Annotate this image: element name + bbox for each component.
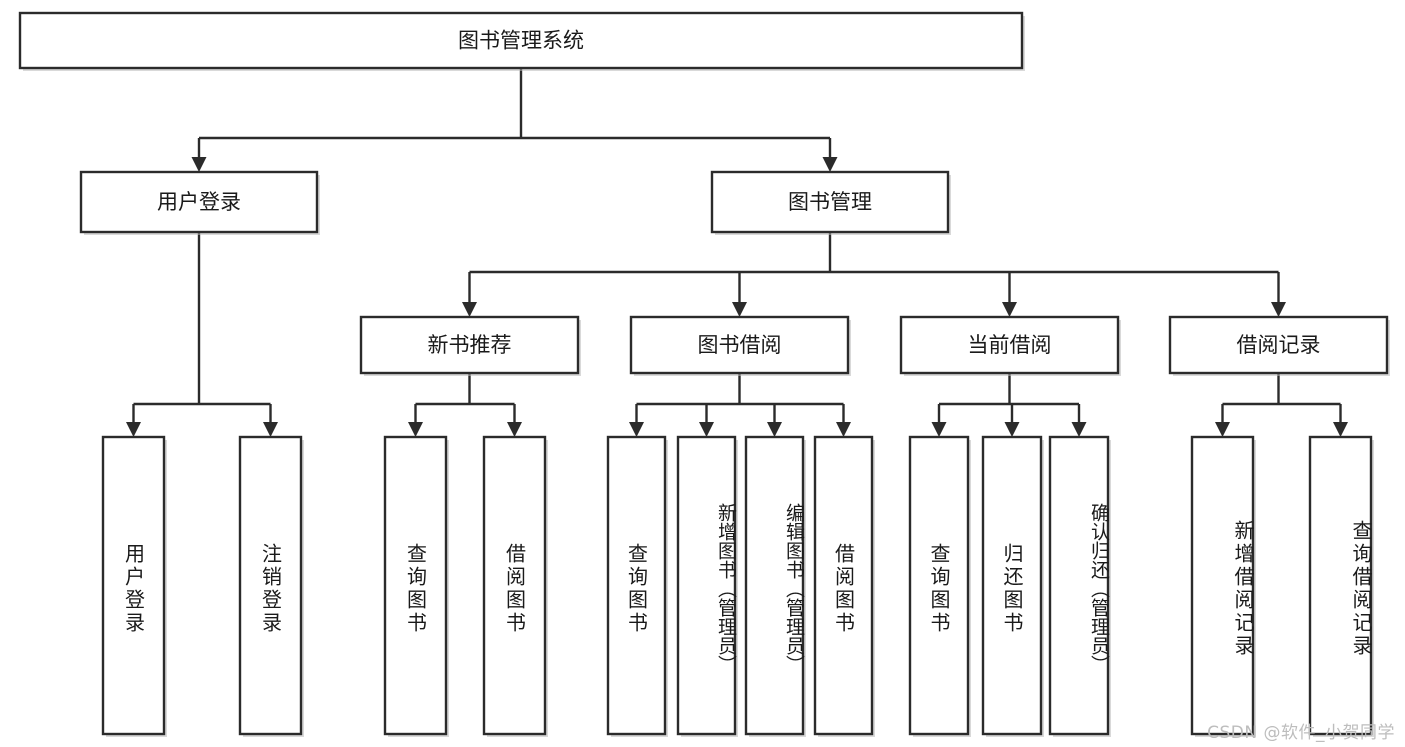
node-box-records[interactable] [1168, 315, 1389, 375]
node-box-l-bo-query[interactable] [606, 435, 667, 736]
node-label-current: 当前借阅 [968, 333, 1052, 357]
node-layer [18, 11, 1390, 737]
node-box-l-login[interactable] [101, 435, 166, 736]
node-box-l-logout[interactable] [238, 435, 303, 736]
node-box-l-bo-add[interactable] [676, 435, 737, 736]
node-box-l-nb-borrow[interactable] [482, 435, 547, 736]
node-box-l-cu-return[interactable] [981, 435, 1043, 736]
node-label-records: 借阅记录 [1237, 333, 1321, 357]
node-box-l-re-add[interactable] [1190, 435, 1255, 736]
node-box-l-cu-query[interactable] [908, 435, 970, 736]
node-label-login: 用户登录 [157, 190, 241, 214]
node-label-bookmgr: 图书管理 [788, 190, 872, 214]
node-box-bookmgr[interactable] [710, 170, 950, 234]
node-box-newbook[interactable] [359, 315, 580, 375]
node-box-l-cu-conf[interactable] [1048, 435, 1110, 736]
node-box-l-re-query[interactable] [1308, 435, 1373, 736]
connector-layer [126, 68, 1348, 437]
node-box-login[interactable] [79, 170, 319, 234]
node-box-l-bo-lend[interactable] [813, 435, 874, 736]
node-box-borrow[interactable] [629, 315, 850, 375]
watermark: CSDN @软件_小贺同学 [1207, 723, 1395, 743]
node-label-newbook: 新书推荐 [428, 333, 512, 357]
node-label-borrow: 图书借阅 [698, 333, 782, 357]
node-label-root: 图书管理系统 [458, 29, 584, 53]
node-box-l-nb-query[interactable] [383, 435, 448, 736]
node-box-current[interactable] [899, 315, 1120, 375]
node-box-root[interactable] [18, 11, 1024, 70]
node-box-l-bo-edit[interactable] [744, 435, 805, 736]
